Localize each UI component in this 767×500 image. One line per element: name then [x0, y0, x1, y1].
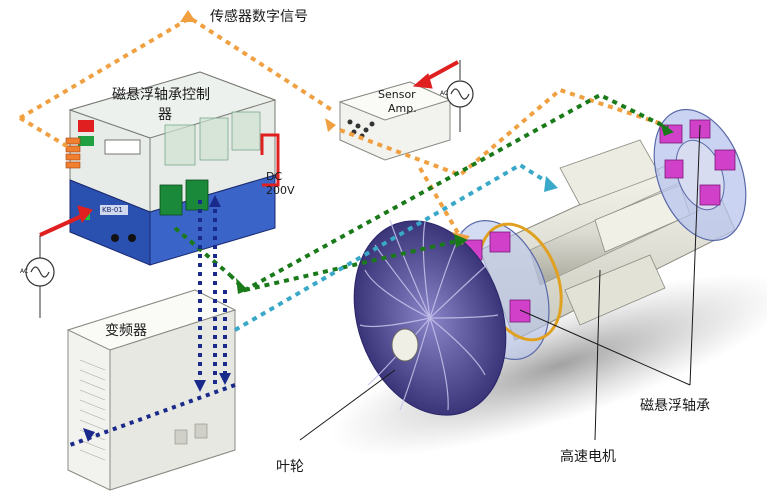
- dc-voltage-label: 200V: [266, 184, 295, 197]
- dc-link-lines: [69, 200, 236, 447]
- motor-drive-arrowhead: [544, 176, 558, 192]
- dc-link-arrowhead-3: [209, 195, 221, 207]
- controller-knob-1: [111, 234, 119, 242]
- impeller-graphic: [353, 219, 507, 416]
- ac-source-top: [446, 60, 474, 132]
- sensor-amp-unit: [338, 81, 452, 161]
- bearing-controller-unit: [65, 71, 277, 266]
- sensor-signal-line-bearing: [418, 166, 464, 242]
- power-arrow-top-head: [412, 73, 433, 89]
- sensor-signal-arrowhead-amp: [325, 118, 336, 132]
- ac-source-left: [25, 235, 55, 318]
- controller-fan-2: [185, 179, 209, 211]
- inverter-label: 变频器: [105, 323, 147, 339]
- controller-panel-label-bg: [100, 205, 128, 215]
- inverter-vents: [79, 359, 106, 461]
- dc-link-arrowhead-1: [194, 380, 206, 392]
- controller-label: 磁悬浮轴承控制: [112, 87, 210, 103]
- bearing-control-arrowhead-2: [660, 122, 674, 136]
- sensor-signal-line: [18, 15, 666, 178]
- sensor-amp-label-1: Sensor: [378, 88, 416, 101]
- bearing-control-arrowhead-3: [454, 234, 468, 248]
- ac-left-label: AC: [20, 268, 29, 275]
- power-arrow-top: [424, 60, 459, 82]
- power-arrow-left: [39, 213, 85, 237]
- controller-fan-1: [159, 184, 183, 216]
- leader-lines: [299, 124, 701, 441]
- controller-orange-connector: [65, 137, 81, 169]
- controller-panel-label: KB-01: [102, 206, 123, 214]
- power-arrows: [39, 60, 459, 237]
- controller-display: [104, 139, 141, 155]
- controller-label-line2: 器: [158, 107, 172, 123]
- dc-link-arrowhead-4: [83, 428, 95, 442]
- sensor-signal-label: 传感器数字信号: [210, 9, 308, 25]
- inverter-unit: [66, 289, 237, 491]
- motor-label: 高速电机: [560, 449, 616, 465]
- sensor-amp-label-2: Amp.: [388, 102, 417, 115]
- power-arrow-left-head: [77, 205, 93, 224]
- ac-top-label: AC: [440, 90, 449, 97]
- left-bearing-magnet-2: [489, 231, 511, 253]
- dc-power-link: [260, 133, 280, 187]
- right-bearing-magnet-3: [714, 149, 736, 171]
- bearing-control-line-left: [244, 238, 463, 292]
- right-bearing-magnet-5: [664, 159, 684, 179]
- dc-link-arrowhead-2: [219, 373, 231, 385]
- controller-led-green: [78, 136, 94, 146]
- right-bearing-magnet-4: [699, 184, 721, 206]
- dc-label: DC: [266, 170, 283, 183]
- bearing-label: 磁悬浮轴承: [640, 398, 710, 414]
- left-bearing-magnet-3: [509, 299, 531, 323]
- motor-drive-line: [233, 162, 554, 332]
- controller-led-red: [78, 120, 94, 132]
- controller-knob-2: [128, 234, 136, 242]
- stator-block-bottom: [564, 254, 666, 326]
- impeller-hub: [391, 328, 419, 362]
- impeller-label: 叶轮: [276, 459, 304, 475]
- sensor-signal-arrowhead-top: [180, 10, 196, 22]
